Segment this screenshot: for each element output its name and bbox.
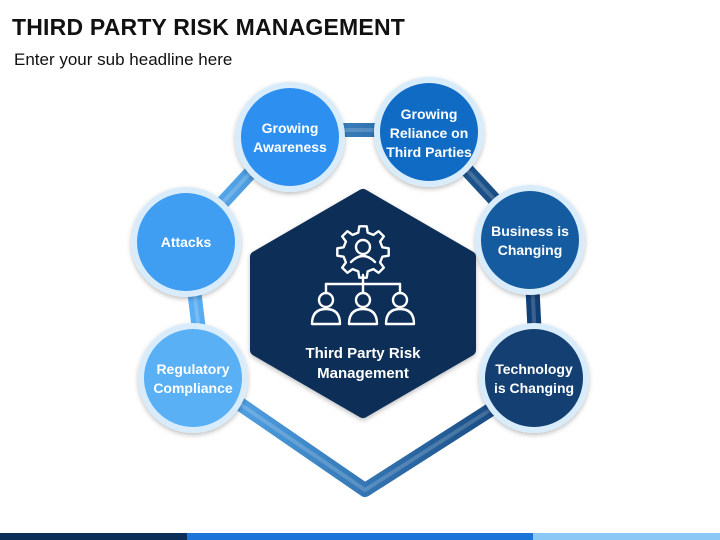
node-growing-reliance: Growing Reliance on Third Parties bbox=[374, 77, 484, 187]
node-growing-awareness: Growing Awareness bbox=[235, 82, 345, 192]
node-label: Technology bbox=[495, 361, 573, 377]
node-technology-changing: Technology is Changing bbox=[479, 323, 589, 433]
node-regulatory-compliance: Regulatory Compliance bbox=[138, 323, 248, 433]
bottom-accent-bar bbox=[0, 533, 720, 540]
node-label: Awareness bbox=[253, 139, 327, 155]
center-label-line-2: Management bbox=[317, 365, 409, 382]
node-label: Growing bbox=[262, 120, 319, 136]
node-label: Attacks bbox=[161, 234, 212, 250]
node-label: Compliance bbox=[153, 380, 233, 396]
node-label: Reliance on bbox=[390, 125, 469, 141]
page-subtitle: Enter your sub headline here bbox=[14, 50, 233, 69]
node-business-changing: Business is Changing bbox=[475, 185, 585, 295]
center-hexagon: Third Party Risk Management bbox=[250, 189, 476, 418]
node-label: Changing bbox=[498, 242, 563, 258]
node-label: is Changing bbox=[494, 380, 574, 396]
page-title: THIRD PARTY RISK MANAGEMENT bbox=[12, 14, 405, 40]
center-label-line-1: Third Party Risk bbox=[305, 345, 421, 362]
node-label: Regulatory bbox=[156, 361, 229, 377]
node-label: Third Parties bbox=[386, 144, 472, 160]
node-label: Growing bbox=[401, 106, 458, 122]
gear-user-hierarchy-icon bbox=[310, 225, 416, 326]
node-attacks: Attacks bbox=[131, 187, 241, 297]
node-label: Business is bbox=[491, 223, 569, 239]
